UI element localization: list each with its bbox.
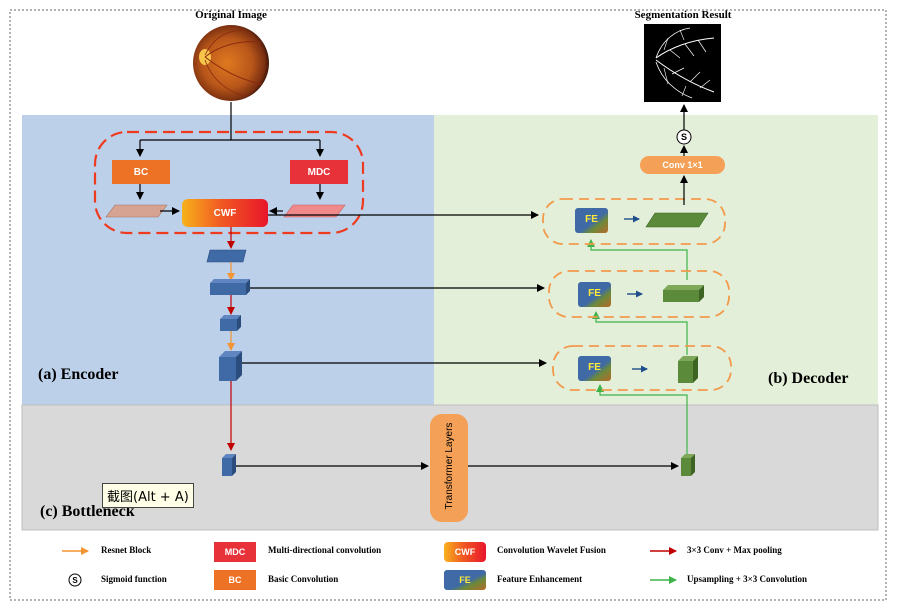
fe-label-1: FE xyxy=(585,213,598,225)
legend-bc-label: Basic Convolution xyxy=(268,574,339,584)
original-image xyxy=(193,24,270,102)
legend-conv-label: 3×3 Conv + Max pooling xyxy=(687,545,782,555)
legend-sigmoid-label: Sigmoid function xyxy=(101,574,167,584)
enc-feature-3 xyxy=(220,315,241,331)
cwf-block-label: CWF xyxy=(213,207,237,219)
dec-feature-2 xyxy=(663,285,704,302)
legend-resnet-label: Resnet Block xyxy=(101,545,152,555)
decoder-module-2 xyxy=(548,270,730,318)
fe-block-1 xyxy=(575,208,608,233)
dec-feature-1 xyxy=(645,212,709,228)
screenshot-tooltip: 截图(Alt + A) xyxy=(102,483,194,508)
bc-feature-plate xyxy=(105,204,168,218)
legend-sigmoid-circle xyxy=(68,573,82,587)
fe-block-3 xyxy=(578,356,611,381)
outer-frame xyxy=(9,9,887,601)
decoder-label: (b) Decoder xyxy=(768,370,849,387)
legend-bc-swatch xyxy=(214,570,256,590)
legend-sigmoid-text: S xyxy=(72,575,78,585)
bottleneck-enc-feature xyxy=(222,454,236,476)
mdc-block xyxy=(290,160,348,184)
original-image-title: Original Image xyxy=(195,9,267,21)
legend-bc-text: BC xyxy=(228,575,242,585)
fe-block-2 xyxy=(578,282,611,307)
legend-fe-label: Feature Enhancement xyxy=(497,574,583,584)
bc-block-label: BC xyxy=(133,166,149,178)
decoder-module-1 xyxy=(542,198,726,245)
decoder-module-3 xyxy=(552,345,732,391)
bc-block xyxy=(112,160,170,184)
legend-cwf-label: Convolution Wavelet Fusion xyxy=(497,545,606,555)
legend-mdc-text: MDC xyxy=(224,547,246,557)
fe-label-2: FE xyxy=(588,287,601,299)
sigmoid-label: S xyxy=(680,132,687,142)
transformer-label: Transformer Layers xyxy=(443,422,455,510)
conv1x1-block xyxy=(640,156,725,174)
legend-cwf-text: CWF xyxy=(454,547,476,557)
segmentation-image xyxy=(644,24,721,102)
legend-mdc-swatch xyxy=(214,542,256,562)
legend-up-label: Upsampling + 3×3 Convolution xyxy=(687,574,808,584)
legend-fe-text: FE xyxy=(459,575,471,585)
mdc-feature-plate xyxy=(283,204,346,218)
conv1x1-label: Conv 1×1 xyxy=(662,160,703,170)
bottleneck-dec-feature xyxy=(681,454,695,476)
enc-feature-2 xyxy=(210,279,250,295)
legend-cwf-swatch xyxy=(444,542,486,562)
segmentation-result-title: Segmentation Result xyxy=(634,9,732,21)
transformer-block xyxy=(430,414,468,522)
dec-feature-3 xyxy=(678,356,698,383)
mdc-block-label: MDC xyxy=(307,166,331,178)
enc-feature-4 xyxy=(219,351,242,381)
encoder-module-frame xyxy=(93,130,365,235)
legend-fe-swatch xyxy=(444,570,486,590)
legend-mdc-label: Multi-directional convolution xyxy=(268,545,382,555)
fe-label-3: FE xyxy=(588,361,601,373)
encoder-label: (a) Encoder xyxy=(38,366,119,383)
enc-feature-1 xyxy=(206,249,247,263)
cwf-block xyxy=(182,199,268,227)
